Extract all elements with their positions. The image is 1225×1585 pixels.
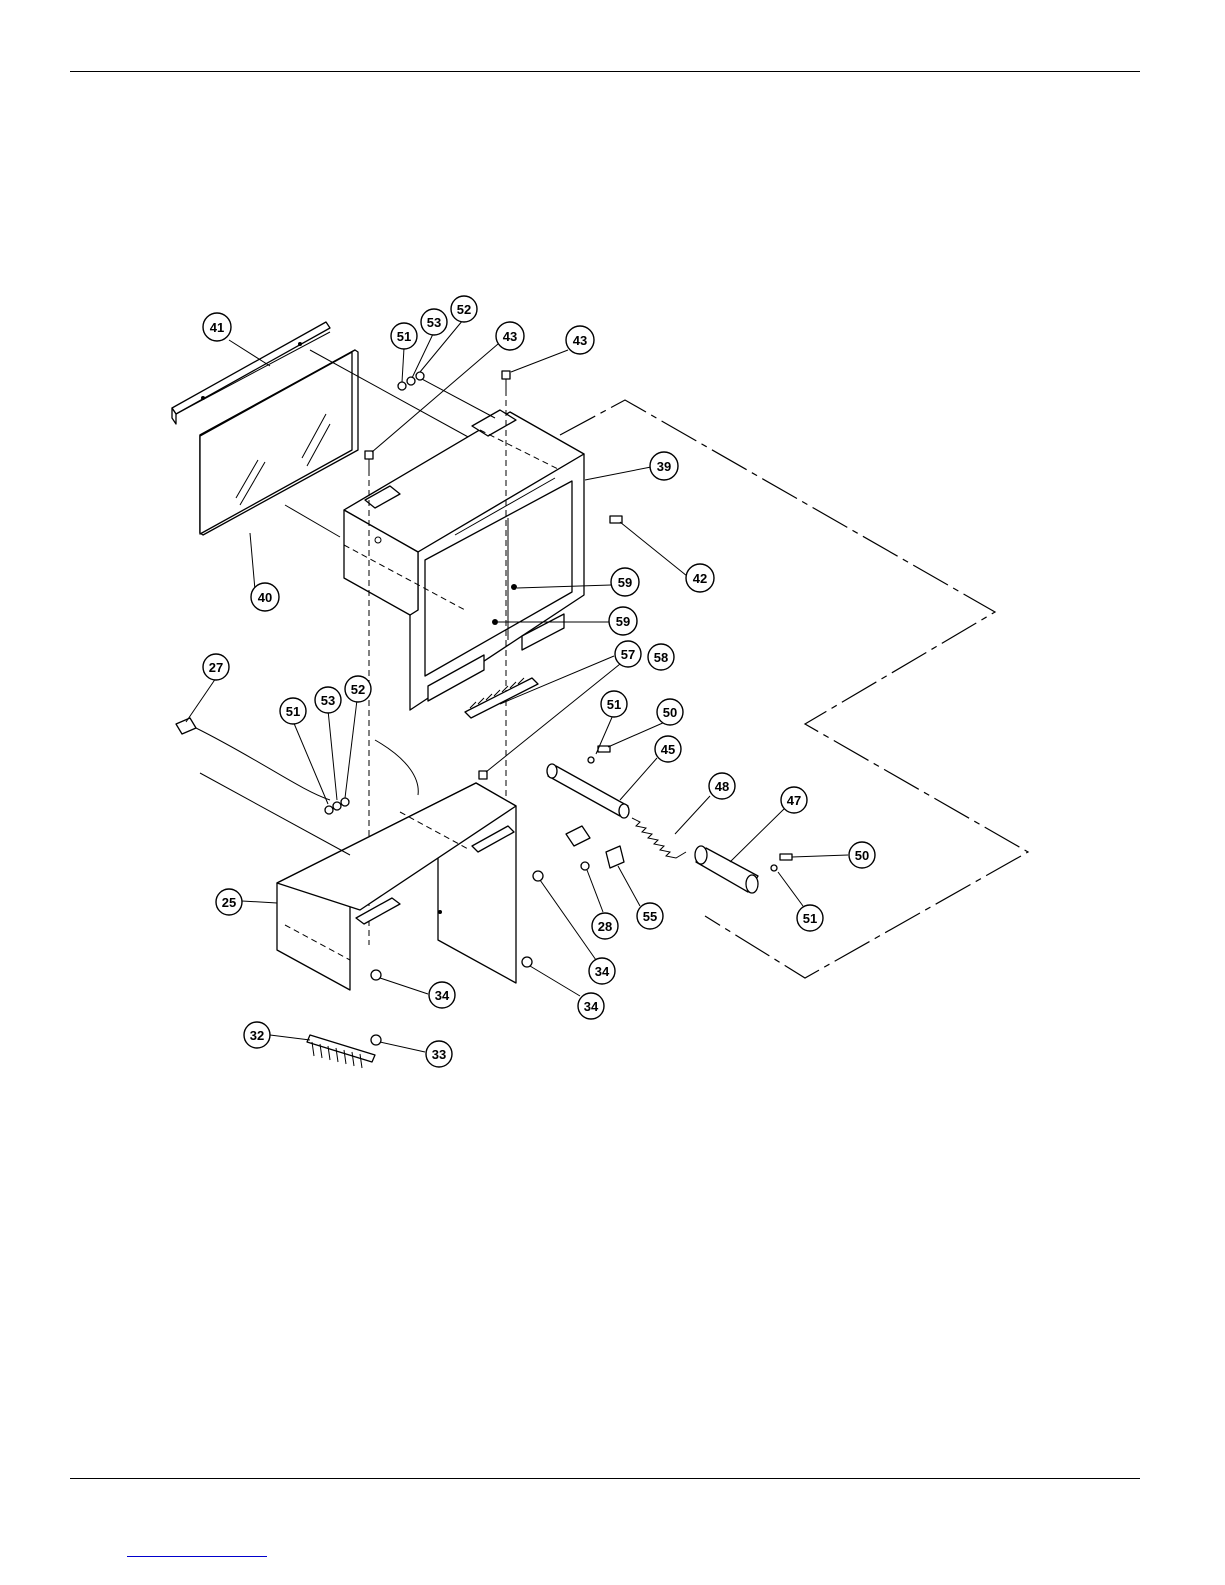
callout-48-label: 48 [715,779,729,794]
callout-34a-label: 34 [595,964,610,979]
callout-57-label: 57 [621,647,635,662]
part-47-tube [695,846,758,893]
callout-51a-label: 51 [397,329,411,344]
callout-34c: 34 [429,982,455,1008]
callout-27-label: 27 [209,660,223,675]
callout-51b: 51 [280,698,306,724]
callout-41: 41 [203,313,231,341]
callout-50b-label: 50 [855,848,869,863]
callout-45-label: 45 [661,742,675,757]
callout-58-label: 58 [654,650,668,665]
callout-59a-label: 59 [618,575,632,590]
callout-53b: 53 [315,687,341,713]
callout-43a-label: 43 [503,329,517,344]
callout-58: 58 [648,644,674,670]
callout-39: 39 [650,452,678,480]
callout-33: 33 [426,1041,452,1067]
part-57-brush [465,678,538,718]
callout-57: 57 [615,641,641,667]
callout-50b: 50 [849,842,875,868]
callout-59b: 59 [609,607,637,635]
callout-45: 45 [655,736,681,762]
callout-48: 48 [709,773,735,799]
part-33-screw [371,1035,381,1045]
callout-34c-label: 34 [435,988,450,1003]
callout-52b-label: 52 [351,682,365,697]
part-51-53-52-washers-lower [325,798,349,814]
callout-59b-label: 59 [616,614,630,629]
part-25-lower-cabinet [277,783,516,990]
callout-42: 42 [686,564,714,592]
part-48-spring [632,818,686,858]
part-45-tube [547,764,629,818]
callout-52a-label: 52 [457,302,471,317]
callout-41-label: 41 [210,320,224,335]
callout-33-label: 33 [432,1047,446,1062]
callout-55-label: 55 [643,909,657,924]
callout-28-label: 28 [598,919,612,934]
part-58-screw [479,771,487,779]
callout-51b-label: 51 [286,704,300,719]
callout-50a-label: 50 [663,705,677,720]
callout-52a: 52 [451,296,477,322]
callout-28: 28 [592,913,618,939]
callout-25-label: 25 [222,895,236,910]
part-40-glass-panel [200,350,358,535]
callout-51c: 51 [601,691,627,717]
callout-51d: 51 [797,905,823,931]
part-39-upper-cabinet [344,410,584,710]
callout-53a-label: 53 [427,315,441,330]
callout-34b-label: 34 [584,999,599,1014]
callout-55: 55 [637,903,663,929]
callout-27: 27 [203,654,229,680]
callout-51c-label: 51 [607,697,621,712]
callout-53a: 53 [421,309,447,335]
callout-40: 40 [251,583,279,611]
part-32-brush [307,1035,375,1068]
callout-42-label: 42 [693,571,707,586]
callout-43b: 43 [566,326,594,354]
assembly-boundary [560,400,1028,978]
callout-53b-label: 53 [321,693,335,708]
callout-47-label: 47 [787,793,801,808]
callout-34a: 34 [589,958,615,984]
callout-52b: 52 [345,676,371,702]
part-28-screw [581,862,589,870]
part-55-switch [566,826,624,868]
callout-32: 32 [244,1022,270,1048]
callout-40-label: 40 [258,590,272,605]
callout-25: 25 [216,889,242,915]
callout-50a: 50 [657,699,683,725]
callout-43b-label: 43 [573,333,587,348]
callout-34b: 34 [578,993,604,1019]
callout-51a: 51 [391,323,417,349]
callout-59a: 59 [611,568,639,596]
callout-32-label: 32 [250,1028,264,1043]
callout-39-label: 39 [657,459,671,474]
callout-51d-label: 51 [803,911,817,926]
callout-43a: 43 [496,322,524,350]
callout-47: 47 [781,787,807,813]
